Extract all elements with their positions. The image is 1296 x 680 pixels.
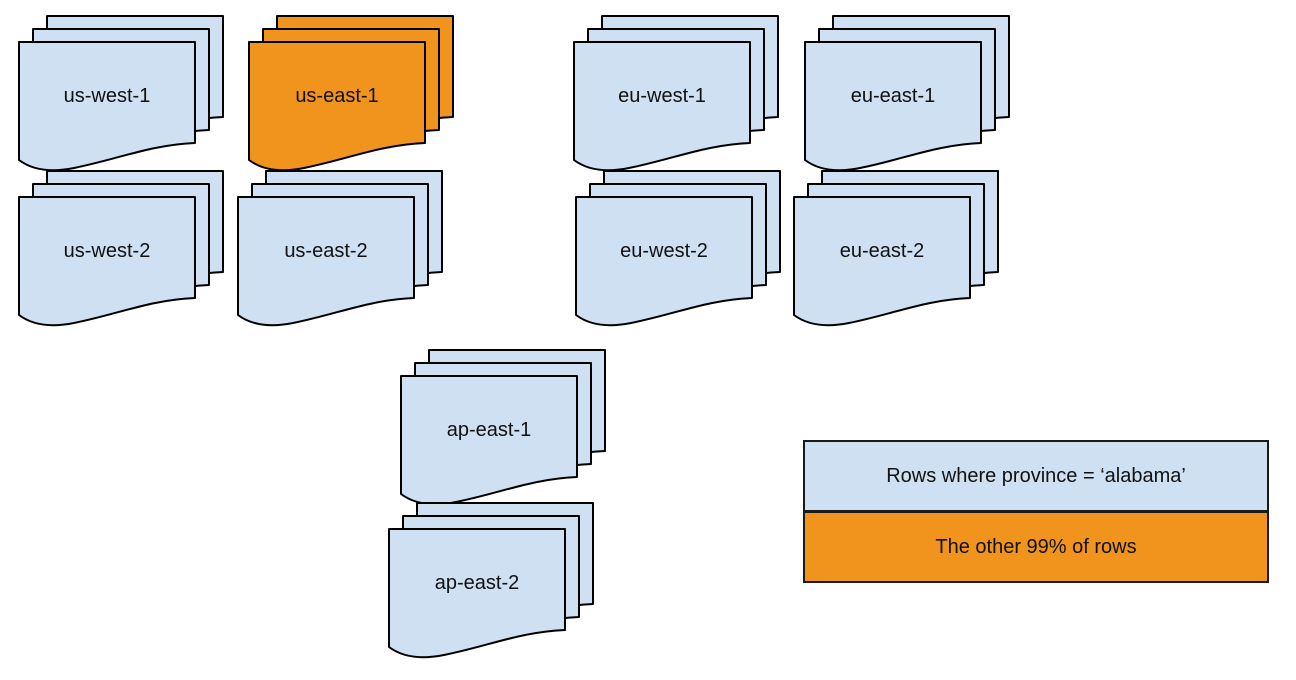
region-stack-ap-east-2: ap-east-2 bbox=[388, 502, 594, 661]
documents-icon bbox=[575, 170, 781, 327]
region-stack-us-west-1: us-west-1 bbox=[18, 15, 224, 174]
documents-icon bbox=[804, 15, 1010, 172]
documents-icon bbox=[388, 502, 594, 659]
region-stack-us-west-2: us-west-2 bbox=[18, 170, 224, 329]
region-stack-eu-east-2: eu-east-2 bbox=[793, 170, 999, 329]
region-stack-us-east-1: us-east-1 bbox=[248, 15, 454, 174]
legend-row-other: The other 99% of rows bbox=[805, 510, 1267, 581]
documents-icon bbox=[237, 170, 443, 327]
legend-label-alabama: Rows where province = ‘alabama’ bbox=[886, 464, 1186, 487]
legend: Rows where province = ‘alabama’ The othe… bbox=[803, 440, 1269, 583]
region-stack-ap-east-1: ap-east-1 bbox=[400, 349, 606, 508]
region-stack-us-east-2: us-east-2 bbox=[237, 170, 443, 329]
documents-icon bbox=[793, 170, 999, 327]
region-stack-eu-west-1: eu-west-1 bbox=[573, 15, 779, 174]
region-stack-eu-east-1: eu-east-1 bbox=[804, 15, 1010, 174]
region-stack-eu-west-2: eu-west-2 bbox=[575, 170, 781, 329]
documents-icon bbox=[18, 15, 224, 172]
legend-label-other: The other 99% of rows bbox=[935, 535, 1137, 558]
documents-icon bbox=[573, 15, 779, 172]
documents-icon bbox=[248, 15, 454, 172]
legend-row-alabama: Rows where province = ‘alabama’ bbox=[805, 442, 1267, 510]
documents-icon bbox=[18, 170, 224, 327]
documents-icon bbox=[400, 349, 606, 506]
